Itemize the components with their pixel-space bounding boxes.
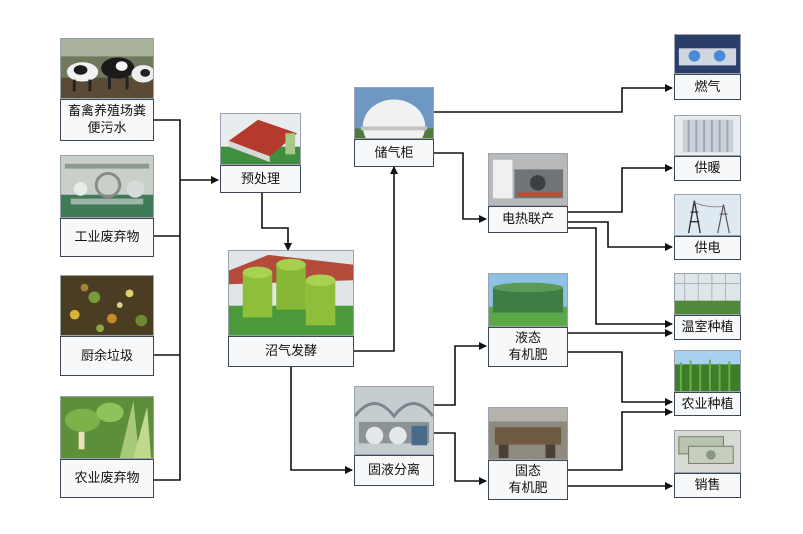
label-storage: 储气柜 <box>354 139 434 167</box>
gas-stove-image <box>674 34 741 74</box>
connector-storage-chp <box>434 152 487 223</box>
node-storage: 储气柜 <box>354 87 434 167</box>
connector-separate-solid <box>434 432 487 485</box>
kitchen-waste-image <box>60 275 154 336</box>
node-separate: 固液分离 <box>354 386 434 486</box>
node-greenhouse: 温室种植 <box>674 273 741 340</box>
node-farm: 农业种植 <box>674 350 741 416</box>
digester-tanks-image <box>228 250 354 336</box>
chp-unit-image <box>488 153 568 206</box>
node-kitchen: 厨余垃圾 <box>60 275 154 376</box>
label-power: 供电 <box>674 236 741 260</box>
factory-line-image <box>60 155 154 218</box>
label-kitchen: 厨余垃圾 <box>60 336 154 376</box>
node-solid: 固态 有机肥 <box>488 407 568 500</box>
connector-chp-power <box>568 221 673 251</box>
connector-solid-farm <box>568 408 673 471</box>
label-greenhouse: 温室种植 <box>674 315 741 340</box>
crop-residue-image <box>60 396 154 459</box>
node-livestock: 畜禽养殖场粪 便污水 <box>60 38 154 141</box>
label-livestock: 畜禽养殖场粪 便污水 <box>60 99 154 141</box>
connector-separate-liquid <box>434 342 487 406</box>
label-sales: 销售 <box>674 473 741 498</box>
pretreatment-plant-image <box>220 113 301 165</box>
solid-fertilizer-plant-image <box>488 407 568 460</box>
connector-chp-greenhouse <box>568 227 673 328</box>
label-farm: 农业种植 <box>674 392 741 416</box>
connector-inputs-bus <box>154 119 181 481</box>
label-liquid: 液态 有机肥 <box>488 327 568 367</box>
corn-field-image <box>674 350 741 392</box>
power-tower-image <box>674 194 741 236</box>
node-digest: 沼气发酵 <box>228 250 354 367</box>
radiator-image <box>674 115 741 156</box>
label-heat: 供暖 <box>674 156 741 181</box>
separator-machine-image <box>354 386 434 455</box>
gas-holder-image <box>354 87 434 139</box>
label-separate: 固液分离 <box>354 455 434 486</box>
cows-image <box>60 38 154 99</box>
connector-digest-separate <box>290 367 353 474</box>
label-agri-waste: 农业废弃物 <box>60 459 154 498</box>
label-pretreat: 预处理 <box>220 165 301 193</box>
label-chp: 电热联产 <box>488 206 568 233</box>
connector-digest-storage <box>354 166 398 352</box>
connector-pretreat-digest <box>261 193 292 251</box>
node-power: 供电 <box>674 194 741 260</box>
node-pretreat: 预处理 <box>220 113 301 193</box>
label-fuel: 燃气 <box>674 74 741 100</box>
node-liquid: 液态 有机肥 <box>488 273 568 367</box>
connector-chp-heat <box>568 164 673 213</box>
greenhouse-image <box>674 273 741 315</box>
connector-liquid-farm <box>568 351 673 406</box>
node-agri-waste: 农业废弃物 <box>60 396 154 498</box>
node-chp: 电热联产 <box>488 153 568 233</box>
label-industrial: 工业废弃物 <box>60 218 154 257</box>
node-fuel: 燃气 <box>674 34 741 100</box>
label-digest: 沼气发酵 <box>228 336 354 367</box>
liquid-tank-image <box>488 273 568 327</box>
connector-storage-fuel <box>434 84 673 113</box>
node-industrial: 工业废弃物 <box>60 155 154 257</box>
label-solid: 固态 有机肥 <box>488 460 568 500</box>
money-image <box>674 430 741 473</box>
node-heat: 供暖 <box>674 115 741 181</box>
node-sales: 销售 <box>674 430 741 498</box>
